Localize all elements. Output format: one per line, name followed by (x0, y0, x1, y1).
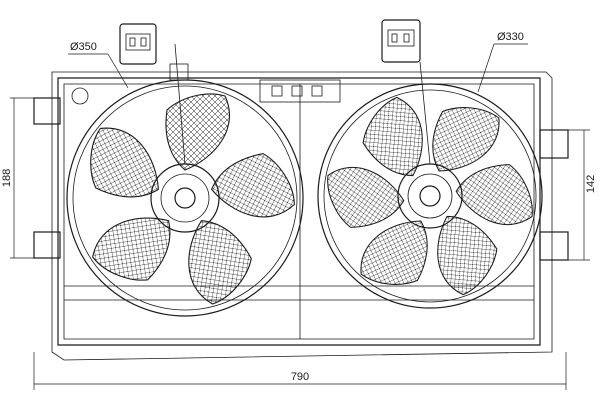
connector-pin-2 (291, 85, 303, 97)
right-diameter-label: Ø330 (497, 31, 524, 43)
right-fan-ring (317, 83, 543, 309)
total-width-label: 790 (291, 371, 309, 383)
connector-pin-1 (271, 85, 283, 97)
left-fan-hub-inner (160, 173, 210, 223)
right-fan-inner-ring (323, 89, 537, 303)
left-height-label: 188 (1, 169, 13, 187)
right-connector-pin-b (403, 33, 410, 43)
right-connector-socket (387, 29, 415, 47)
left-fan-connector-icon (119, 23, 157, 65)
left-connector-pin-b (140, 37, 147, 47)
right-fan (317, 19, 543, 309)
shroud-outer-frame (57, 77, 541, 346)
left-diameter-leader (107, 53, 129, 89)
right-fan-shaft (419, 185, 441, 207)
connector-pin-3 (311, 85, 323, 97)
left-connector-pin-a (129, 37, 136, 47)
left-fan-ring (66, 79, 304, 317)
center-connector-block (259, 79, 341, 103)
right-diameter-leader (477, 43, 495, 93)
right-upper-bracket (539, 129, 569, 159)
left-fan (66, 23, 304, 317)
right-connector-pin-a (391, 33, 398, 43)
right-fan-connector-icon (381, 19, 421, 63)
dimension-annotations: Ø350 Ø330 188 142 790 (1, 31, 597, 390)
mount-hole-left (71, 87, 89, 105)
left-lower-bracket (33, 231, 61, 259)
shroud-rim (51, 71, 553, 361)
shroud-inner-frame (63, 83, 535, 340)
right-fan-hub-inner (407, 173, 453, 219)
left-fan-inner-ring (72, 85, 298, 311)
left-upper-bracket (33, 97, 61, 125)
right-lower-bracket (539, 231, 569, 261)
right-fan-blades (324, 92, 536, 300)
left-fan-wire (174, 43, 186, 165)
left-fan-shaft (174, 187, 196, 209)
left-diameter-label: Ø350 (70, 41, 97, 53)
right-fan-wire (419, 61, 431, 165)
left-connector-socket (125, 33, 151, 51)
right-height-label: 142 (585, 175, 597, 193)
fan-shroud-frame (51, 71, 553, 361)
